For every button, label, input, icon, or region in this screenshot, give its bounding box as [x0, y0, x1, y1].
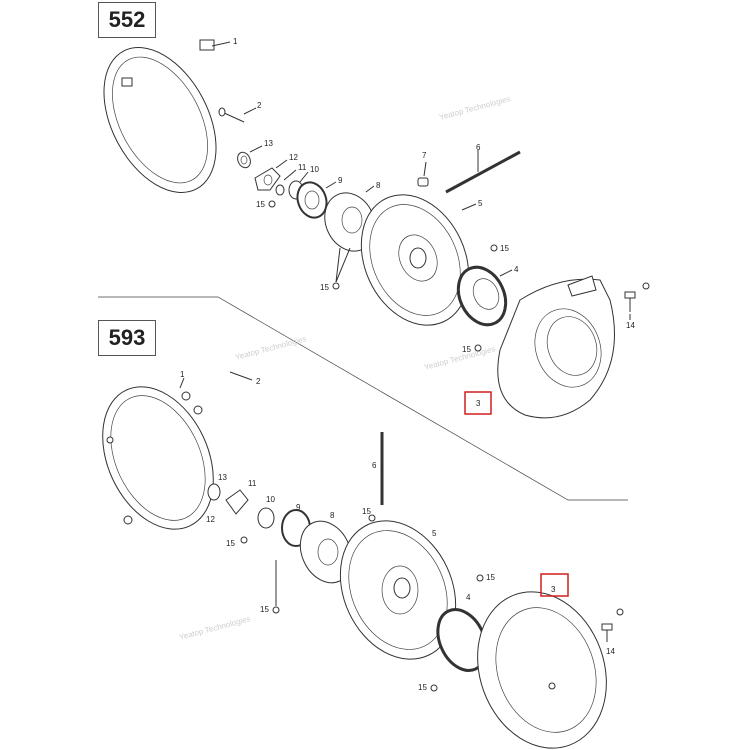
callout-5: 5 [478, 199, 483, 208]
screw-part-15 [474, 344, 482, 352]
callout-15: 15 [462, 345, 471, 354]
callout-15: 15 [362, 507, 371, 516]
housing-ring-part-1 [102, 386, 214, 530]
callout-8: 8 [330, 511, 335, 520]
screw-part-15 [476, 574, 484, 582]
pawl-plate-part-12 [225, 489, 249, 515]
screw-part-15 [490, 244, 498, 252]
washer-part-13 [207, 483, 221, 501]
callout-13: 13 [218, 473, 227, 482]
callout-2: 2 [256, 377, 261, 386]
callout-6: 6 [476, 143, 481, 152]
callout-15: 15 [418, 683, 427, 692]
highlight-box-part-3 [464, 391, 492, 415]
screw-part-15 [642, 282, 650, 290]
callout-15: 15 [260, 605, 269, 614]
callout-9: 9 [338, 176, 343, 185]
callout-12: 12 [206, 515, 215, 524]
callout-12: 12 [289, 153, 298, 162]
watermark: Yeatop Technologies [423, 344, 496, 372]
callout-11: 11 [298, 163, 307, 172]
spacer-part-10 [257, 507, 275, 529]
pulley-part-5 [360, 194, 470, 326]
callout-15: 15 [500, 244, 509, 253]
screw-part-15 [272, 606, 280, 614]
callout-4: 4 [466, 593, 471, 602]
screw-part-15 [616, 608, 624, 616]
callout-14: 14 [606, 647, 615, 656]
callout-6: 6 [372, 461, 377, 470]
bolt-part-14 [601, 623, 613, 642]
callout-2: 2 [257, 101, 262, 110]
callout-15: 15 [320, 283, 329, 292]
watermark: Yeatop Technologies [234, 334, 307, 362]
separator-line [98, 296, 628, 501]
callout-11: 11 [248, 479, 257, 488]
callout-10: 10 [310, 165, 319, 174]
callout-13: 13 [264, 139, 273, 148]
callout-1: 1 [180, 370, 185, 379]
callout-3: 3 [551, 585, 556, 594]
callout-15: 15 [486, 573, 495, 582]
callout-3: 3 [476, 399, 481, 408]
pawl-plate-part-12 [254, 167, 281, 191]
bearing-part-9 [296, 181, 328, 219]
screw-part-2 [218, 107, 245, 123]
model-label-593: 593 [98, 320, 156, 356]
callout-10: 10 [266, 495, 275, 504]
starter-cover-part-3 [497, 275, 615, 419]
bushing-part-11 [275, 184, 285, 196]
callout-15: 15 [256, 200, 265, 209]
screw-part-15 [268, 200, 276, 208]
starter-cover-part-3 [477, 591, 607, 749]
callout-8: 8 [376, 181, 381, 190]
screw-part-15 [430, 684, 438, 692]
callout-9: 9 [296, 503, 301, 512]
spring-part-4 [456, 265, 508, 327]
watermark: Yeatop Technologies [178, 614, 251, 642]
pulley-part-5 [339, 520, 457, 660]
diagram-552: Yeatop Technologies Yeatop Technologies … [103, 37, 650, 419]
callout-7: 7 [422, 151, 427, 160]
highlight-box-part-3 [540, 573, 569, 597]
screw-part-2 [229, 371, 253, 381]
washer-part-13 [237, 151, 251, 169]
pin-part-7 [417, 177, 429, 187]
callout-4: 4 [514, 265, 519, 274]
callout-5: 5 [432, 529, 437, 538]
rope-part-6 [445, 150, 521, 194]
model-label-552: 552 [98, 2, 156, 38]
screw-part-15 [240, 536, 248, 544]
bolt-part-14 [624, 291, 636, 312]
screw-part-15 [368, 514, 376, 522]
housing-ring-part-1 [103, 39, 217, 193]
screw-part-15 [332, 282, 340, 290]
watermark: Yeatop Technologies [438, 94, 511, 122]
callout-1: 1 [233, 37, 238, 46]
callout-14: 14 [626, 321, 635, 330]
callout-15: 15 [226, 539, 235, 548]
